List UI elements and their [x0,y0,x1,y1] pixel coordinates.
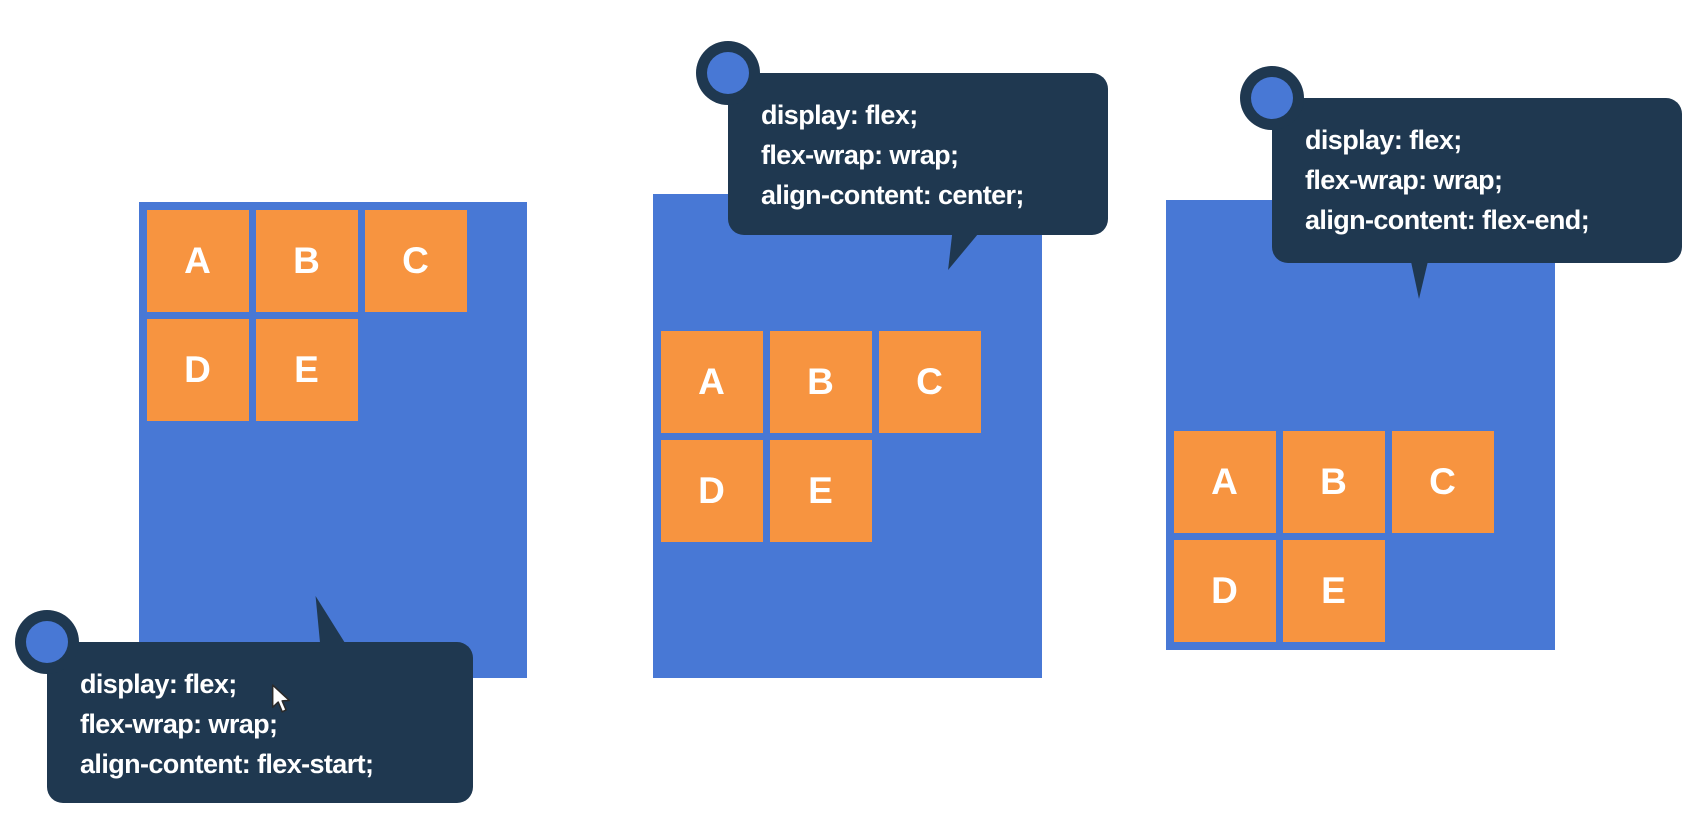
code-line: flex-wrap: wrap; [1305,165,1503,195]
code-line: align-content: flex-end; [1305,205,1590,235]
flex-item-a: A [1174,431,1276,533]
flex-container-flex-start: A B C D E [139,202,527,678]
flex-item-d: D [147,319,249,421]
mouse-cursor-icon [271,684,291,713]
code-callout-flex-end: display: flex; flex-wrap: wrap; align-co… [1240,66,1682,299]
flex-item-d: D [661,439,763,542]
pin-icon [15,610,79,674]
flex-item-d: D [1174,540,1276,642]
flex-item-c: C [1392,431,1494,533]
code-line: display: flex; [80,669,237,699]
flex-container-flex-end: A B C D E [1166,200,1555,650]
flex-item-b: B [770,330,872,433]
flex-item-a: A [661,330,763,433]
code-line: flex-wrap: wrap; [80,709,278,739]
flex-item-a: A [147,210,249,312]
code-line: align-content: flex-start; [80,749,374,779]
code-line: align-content: center; [761,180,1024,210]
flex-item-e: E [256,319,358,421]
flex-item-b: B [256,210,358,312]
flex-item-c: C [879,330,981,433]
code-line: flex-wrap: wrap; [761,140,959,170]
code-callout-flex-start: display: flex; flex-wrap: wrap; align-co… [15,596,473,803]
flex-item-e: E [1283,540,1385,642]
pin-icon [696,41,760,105]
flex-item-e: E [770,439,872,542]
flex-item-c: C [365,210,467,312]
pin-icon [1240,66,1304,130]
code-line: display: flex; [761,100,918,130]
code-line: display: flex; [1305,125,1462,155]
flex-container-center: A B C D E [653,194,1042,678]
flex-item-b: B [1283,431,1385,533]
code-callout-center: display: flex; flex-wrap: wrap; align-co… [696,41,1108,270]
